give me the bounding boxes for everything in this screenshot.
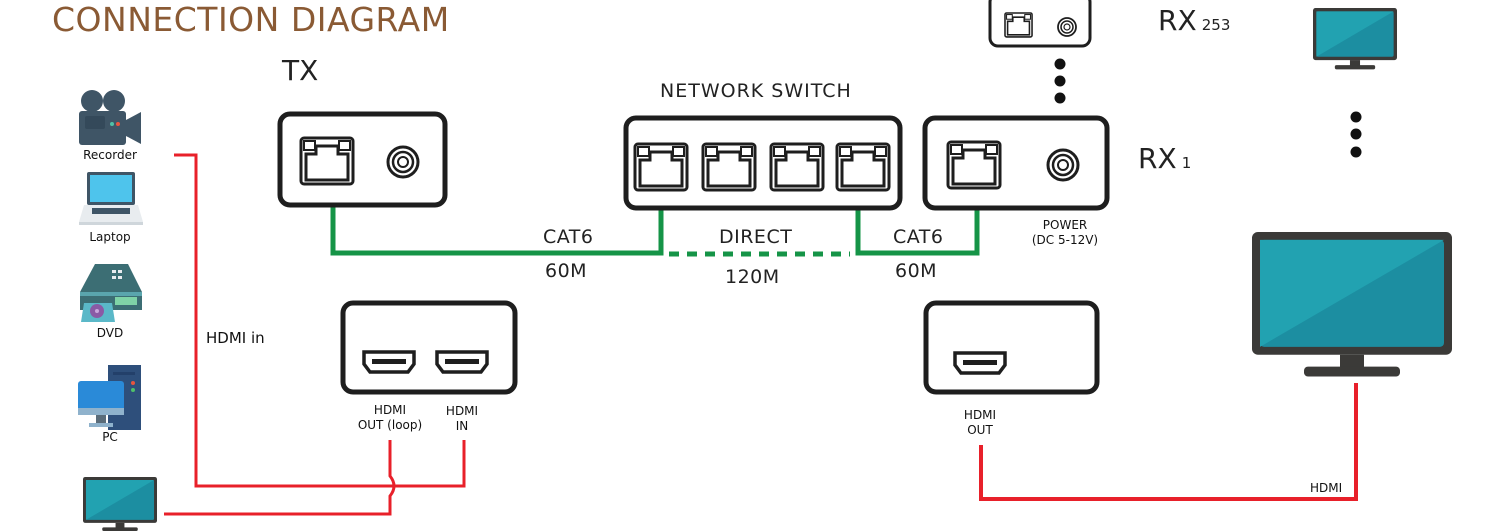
cable-type-switch-rx: CAT6: [893, 226, 944, 248]
cat6-cable-switch-rx: [855, 188, 980, 256]
tx-unit-top: [277, 111, 448, 208]
rx253-index: 253: [1201, 16, 1231, 34]
diagram-title: CONNECTION DIAGRAM: [52, 0, 450, 39]
cable-type-direct: DIRECT: [719, 226, 793, 248]
network-switch: [623, 115, 903, 211]
rx1-unit-bottom: [923, 300, 1100, 395]
cable-length-tx-switch: 60M: [545, 260, 588, 282]
rx253-unit-top: [988, 0, 1092, 48]
power-label: POWER (DC 5-12V): [1030, 218, 1100, 248]
hdmi-out-line1: HDMI: [963, 408, 997, 422]
hdmi-out-cable: [979, 383, 1358, 501]
tx-label: TX: [282, 54, 319, 87]
power-label-line1: POWER: [1042, 218, 1088, 232]
hdmi-in-port-label: HDMI IN: [437, 404, 487, 434]
hdmi-out-cable-label: HDMI: [1310, 481, 1343, 495]
cat6-cable-tx-switch: [330, 188, 664, 256]
rx1-unit-top: [922, 115, 1110, 211]
tv-icon: [1252, 232, 1452, 377]
laptop-icon: [79, 172, 143, 225]
rx253-label: RX 253: [1158, 4, 1230, 37]
rx253-label-text: RX: [1158, 4, 1197, 37]
cable-length-direct: 120M: [725, 266, 780, 288]
cable-length-switch-rx: 60M: [895, 260, 938, 282]
monitor-icon: [83, 477, 157, 532]
ellipsis-dots-tv: [1350, 111, 1362, 158]
network-switch-label: NETWORK SWITCH: [660, 80, 852, 102]
tv-icon: [1313, 8, 1397, 70]
source-label-laptop: Laptop: [89, 230, 131, 244]
hdmi-in-line2: IN: [455, 419, 469, 433]
hdmi-loop-cable: [164, 440, 396, 516]
hdmi-in-cable: [174, 153, 466, 488]
dvd-player-icon: [80, 264, 142, 322]
hdmi-out-loop-line2: OUT (loop): [357, 418, 423, 432]
rx1-label-text: RX: [1138, 142, 1177, 175]
video-camera-icon: [79, 90, 141, 145]
hdmi-in-cable-label: HDMI in: [206, 329, 265, 347]
hdmi-in-line1: HDMI: [445, 404, 479, 418]
tx-unit-bottom: [340, 300, 518, 395]
rx1-label: RX 1: [1138, 142, 1191, 175]
hdmi-out-loop-line1: HDMI: [373, 403, 407, 417]
hdmi-out-line2: OUT: [967, 423, 993, 437]
hdmi-out-loop-label: HDMI OUT (loop): [352, 403, 428, 433]
source-label-recorder: Recorder: [83, 148, 137, 162]
hdmi-out-port-label: HDMI OUT: [955, 408, 1005, 438]
power-label-line2: (DC 5-12V): [1031, 233, 1099, 247]
source-label-dvd: DVD: [96, 326, 124, 340]
rx1-index: 1: [1181, 154, 1192, 172]
ellipsis-dots-rx: [1054, 58, 1066, 104]
source-label-pc: PC: [102, 430, 118, 444]
cable-type-tx-switch: CAT6: [543, 226, 594, 248]
desktop-pc-icon: [78, 365, 141, 430]
